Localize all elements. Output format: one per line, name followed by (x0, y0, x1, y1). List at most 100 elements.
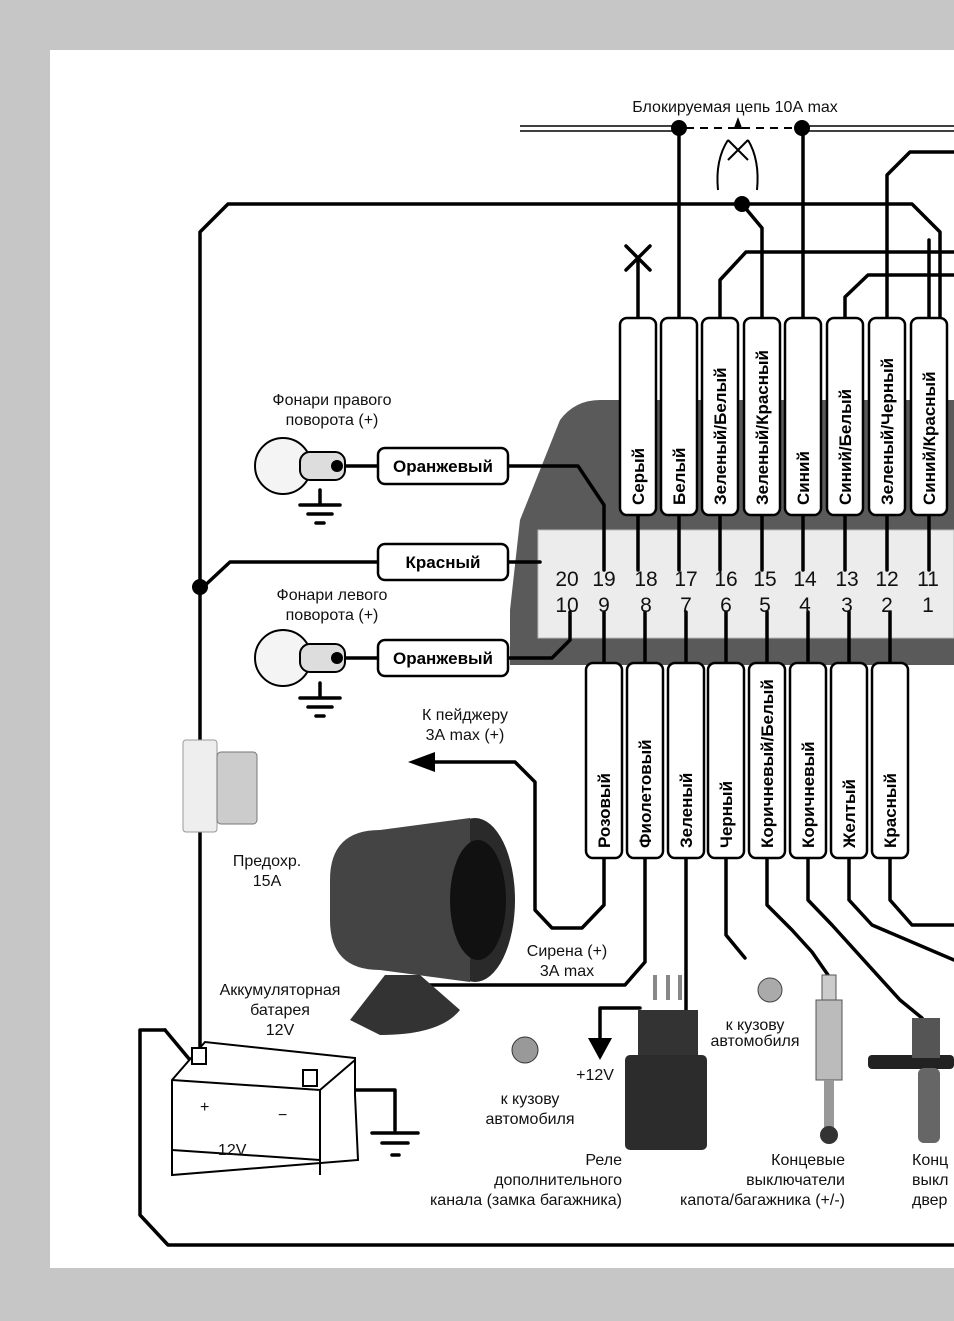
top-wire-label-box (783, 316, 823, 517)
fuse-label: Предохр. (233, 853, 301, 870)
bottom-wire-label: Коричневый (799, 741, 818, 848)
bottom-wire-label: Зеленый (677, 773, 696, 848)
relay-icon (625, 975, 707, 1150)
pin-number: 2 (881, 594, 893, 617)
bottom-wire-label: Черный (717, 781, 736, 848)
siren-label: Сирена (+) (527, 943, 607, 960)
top-wire-label: Серый (629, 448, 648, 505)
top-wire-label-box (825, 316, 865, 517)
top-wire-label: Белый (670, 448, 689, 505)
door-switch-label: Конц (912, 1152, 948, 1169)
top-wire-label: Синий (794, 451, 813, 505)
relay-label: Реле (585, 1152, 622, 1169)
bottom-wire-label: Красный (881, 773, 900, 848)
top-wire-label-box (659, 316, 699, 517)
right-turn-wire-label: Оранжевый (393, 457, 493, 476)
plus12v-label: +12V (576, 1067, 614, 1084)
power-wire-label: Красный (406, 553, 481, 572)
battery-minus-sign: − (278, 1107, 287, 1124)
battery-plus-sign: + (200, 1099, 209, 1116)
bottom-wire-label: Розовый (595, 773, 614, 848)
pin-number: 15 (753, 568, 776, 591)
pin-number: 9 (598, 594, 610, 617)
wires (138, 126, 954, 1247)
junction-dots (192, 120, 810, 595)
left-lamps-label: поворота (+) (286, 607, 379, 624)
bottom-wire-label-box (625, 661, 665, 860)
door-switch-label: выкл (912, 1172, 949, 1189)
bottom-wire-label-box (747, 661, 787, 860)
bottom-wire-label-box (584, 661, 624, 860)
right-turn-lamp-icon (254, 437, 346, 495)
ground-label: автомобиля (485, 1111, 574, 1128)
cutters-icon (716, 117, 759, 191)
door-switch-label: двер (912, 1192, 948, 1209)
relay-label: канала (замка багажника) (430, 1192, 622, 1209)
top-wire-label: Синий/Красный (920, 371, 939, 505)
fuse-label: 15А (253, 873, 282, 890)
siren-icon (330, 818, 539, 1064)
top-wire-label: Зеленый/Черный (878, 358, 897, 505)
fuse-icon (182, 739, 258, 833)
battery-voltage-mark: 12V (218, 1142, 247, 1159)
power-wire-label-box (376, 542, 510, 582)
right-turn-wire-label-box (376, 446, 510, 486)
pin-number: 10 (555, 594, 578, 617)
ground-label: к кузову (501, 1091, 560, 1108)
bottom-wire-label: Фиолетовый (636, 739, 655, 848)
left-turn-lamp-icon (254, 629, 346, 687)
pin-number: 20 (555, 568, 578, 591)
top-wire-label: Зеленый/Белый (711, 367, 730, 505)
pin-number: 16 (714, 568, 737, 591)
pin-number: 7 (680, 594, 692, 617)
battery-label: 12V (266, 1022, 295, 1039)
pin-number: 11 (917, 568, 939, 591)
bottom-wire-label-box (829, 661, 869, 860)
ground-label: автомобиля (710, 1033, 799, 1050)
connector-housing (537, 529, 954, 639)
pin-number: 19 (592, 568, 615, 591)
battery-label: батарея (250, 1002, 310, 1019)
bottom-wire-label: Желтый (840, 779, 859, 849)
pin-number: 6 (720, 594, 732, 617)
pin-number: 3 (841, 594, 853, 617)
battery-label: Аккумуляторная (220, 982, 341, 999)
pin-number: 17 (674, 568, 697, 591)
pin-number: 4 (799, 594, 811, 617)
pager-label: 3А max (+) (426, 727, 505, 744)
top-wire-label-box (700, 316, 740, 517)
pin-number: 1 (922, 594, 934, 617)
bottom-wire-label: Коричневый/Белый (758, 679, 777, 848)
pin-number: 13 (835, 568, 858, 591)
bottom-wire-label-box (870, 661, 910, 860)
right-lamps-label: поворота (+) (286, 412, 379, 429)
top-wire-label-box (909, 316, 949, 517)
battery-icon (171, 1040, 360, 1177)
bottom-wire-label-box (706, 661, 746, 860)
hood-switch-icon (815, 974, 843, 1144)
ground-lug-icon (757, 977, 783, 1003)
ground-label: к кузову (726, 1017, 785, 1034)
annotations: Фонари правого поворота (+) Фонари левого п… (220, 392, 949, 1209)
pin-number: 18 (634, 568, 657, 591)
pin-number: 8 (640, 594, 652, 617)
left-lamps-label: Фонари левого (277, 587, 388, 604)
right-lamps-label: Фонари правого (272, 392, 391, 409)
hood-switch-label: капота/багажника (+/-) (680, 1192, 845, 1209)
door-switch-icon (868, 1018, 954, 1143)
top-wire-label-box (742, 316, 782, 517)
hood-switch-label: выключатели (746, 1172, 845, 1189)
pin-number: 12 (875, 568, 898, 591)
hood-switch-label: Концевые (771, 1152, 845, 1169)
pager-label: К пейджеру (422, 707, 508, 724)
bottom-wire-label-box (788, 661, 828, 860)
left-turn-wire-label: Оранжевый (393, 649, 493, 668)
pin-number: 5 (759, 594, 771, 617)
top-wire-label-box (618, 316, 658, 517)
top-wire-label: Зеленый/Красный (753, 350, 772, 505)
relay-label: дополнительного (494, 1172, 622, 1189)
pin-number: 14 (793, 568, 817, 591)
